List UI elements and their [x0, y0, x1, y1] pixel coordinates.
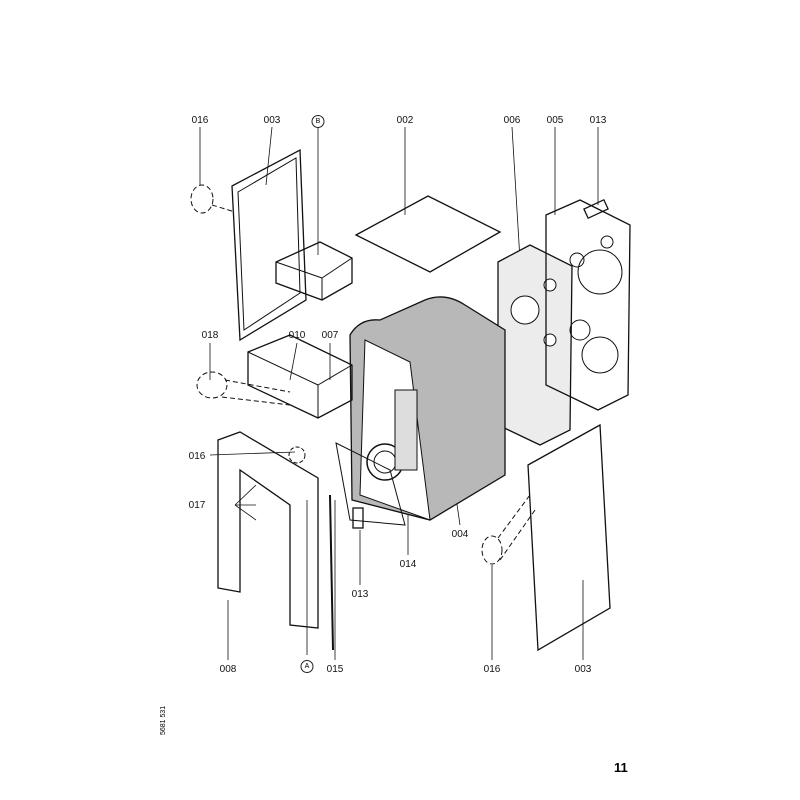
label-013: 013 [589, 115, 607, 126]
label-005: 005 [546, 115, 564, 126]
label-015: 015 [326, 664, 344, 675]
label-002: 002 [396, 115, 414, 126]
label-008: 008 [219, 664, 237, 675]
label-016: 016 [188, 451, 206, 462]
part-003-panel [231, 148, 307, 342]
part-controller-box [275, 241, 353, 301]
part-003-door-right [527, 423, 611, 652]
label-006: 006 [503, 115, 521, 126]
label-010: 010 [288, 330, 306, 341]
label-004: 004 [451, 529, 469, 540]
page-number: 11 [614, 760, 628, 775]
label-018: 018 [201, 330, 219, 341]
part-007-bracket [247, 334, 353, 419]
label-017: 017 [188, 500, 206, 511]
part-006-insulation [497, 244, 573, 446]
label-014: 014 [399, 559, 417, 570]
part-005-back-panel [545, 199, 631, 411]
part-008-frame [217, 431, 319, 629]
label-016: 016 [191, 115, 209, 126]
label-a-marker: A [300, 660, 314, 673]
label-b-marker: B [311, 115, 325, 128]
document-number: 5681 531 [160, 705, 167, 735]
label-007: 007 [321, 330, 339, 341]
label-003: 003 [263, 115, 281, 126]
label-003: 003 [574, 664, 592, 675]
label-016: 016 [483, 664, 501, 675]
label-013: 013 [351, 589, 369, 600]
leader-lines [199, 126, 599, 660]
part-002-top-plate [354, 195, 502, 273]
